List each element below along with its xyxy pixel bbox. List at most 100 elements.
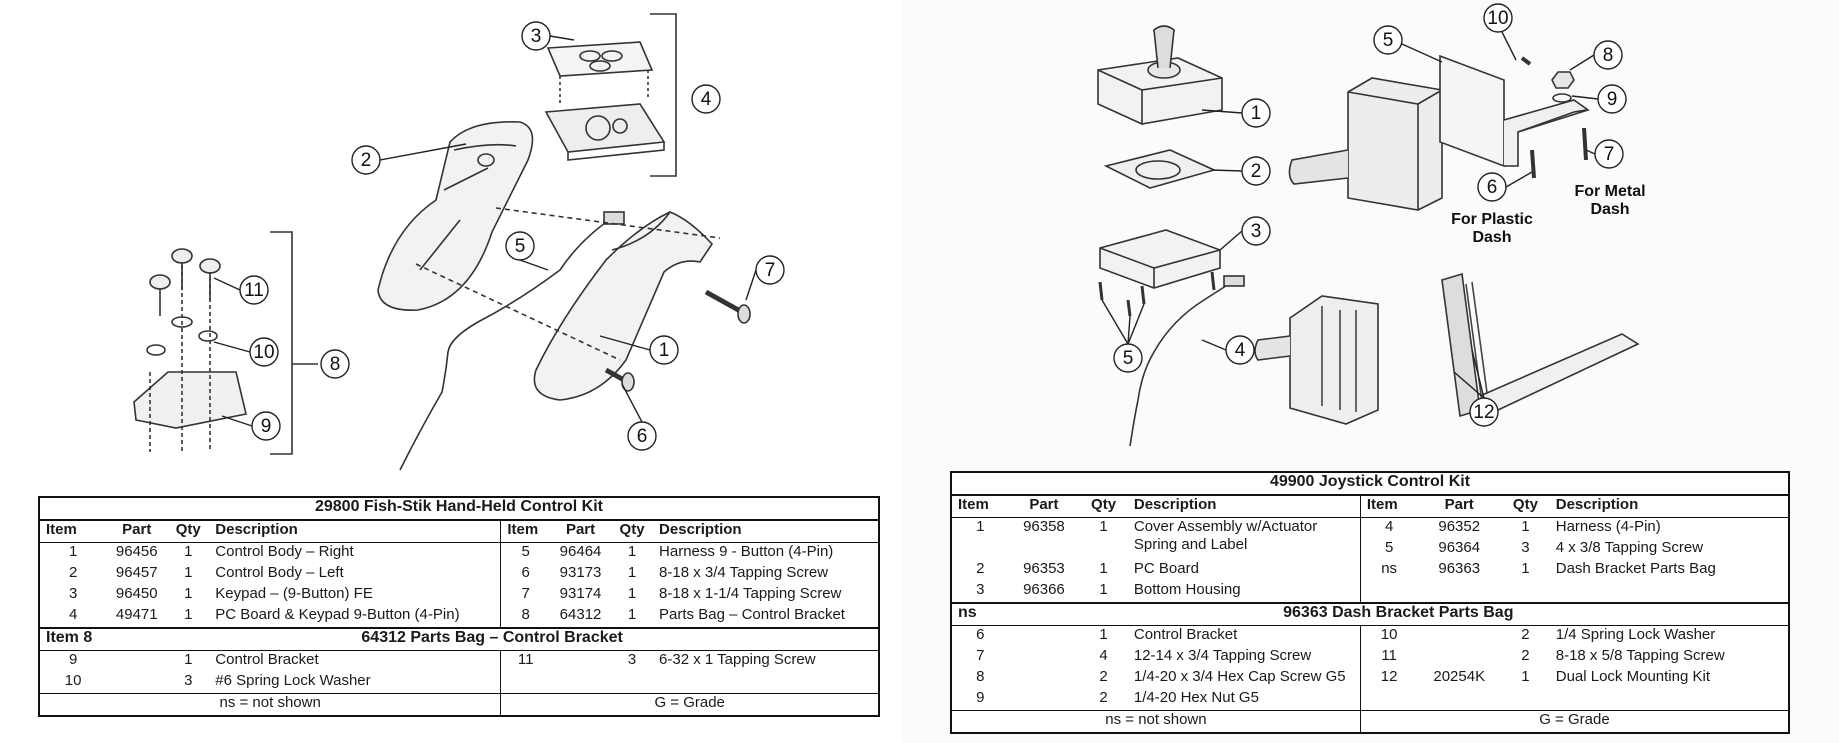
subsection-item: ns [951, 602, 1009, 626]
cell: Harness (4-Pin) [1555, 518, 1661, 535]
control-body-right-part [533, 211, 714, 401]
cell [1009, 647, 1080, 668]
cell: 20254K [1433, 668, 1486, 685]
dual-lock-joystick-part [1289, 295, 1379, 425]
cell: 8-18 x 1-1/4 Tapping Screw [659, 585, 842, 602]
table-title: 29800 Fish-Stik Hand-Held Control Kit [39, 497, 879, 521]
callout-group-left [213, 21, 785, 451]
cell: 1 [1099, 560, 1108, 577]
cell [653, 672, 879, 694]
col-part: Part [1008, 495, 1080, 518]
cell: 96464 [559, 543, 602, 560]
cell: Control Body – Right [209, 542, 502, 564]
cell: 8 [521, 606, 530, 623]
footnote-grade: G = Grade [500, 693, 879, 716]
cell: 9 [976, 689, 985, 706]
cell: 1 [1099, 581, 1108, 598]
cell: 1 [184, 543, 193, 560]
cell: Keypad – (9-Button) FE [209, 585, 502, 606]
cell: 1 [184, 585, 193, 602]
col-item: Item [951, 495, 1009, 518]
cell [550, 651, 611, 673]
fish-stik-exploded-diagram: 3 4 2 5 7 1 6 8 9 10 11 [133, 13, 785, 471]
cell: Control Body – Left [209, 564, 502, 585]
cell: 96457 [115, 564, 158, 581]
cell [1009, 668, 1080, 689]
callout-9: 9 [261, 416, 272, 437]
cell [501, 672, 550, 694]
col-item: Item [39, 520, 107, 543]
control-bracket-part [133, 371, 247, 429]
cell: 1 [627, 606, 637, 623]
cell: 6-32 x 1 Tapping Screw [659, 651, 816, 668]
footnote-ns: ns = not shown [951, 710, 1361, 733]
label-for-metal: For Metal [1574, 183, 1645, 200]
cell: 1 [627, 585, 637, 602]
cell: 1 [976, 518, 985, 535]
cell: Parts Bag – Control Bracket [659, 606, 845, 623]
subsection-title: 64312 Parts Bag – Control Bracket [106, 627, 879, 651]
fish-stik-parts-table: 29800 Fish-Stik Hand-Held Control Kit It… [38, 496, 880, 717]
cell: 3 [976, 581, 985, 598]
col-part: Part [1417, 495, 1502, 518]
cell: 3 [1521, 539, 1530, 556]
col-description: Description [653, 520, 879, 543]
callout-5b: 5 [1383, 30, 1394, 51]
cell: 9 [68, 651, 78, 668]
cell: 2 [1521, 647, 1530, 664]
joystick-parts-table: 49900 Joystick Control Kit Item Part Qty… [950, 471, 1790, 734]
cell: 1 [184, 606, 193, 623]
bracket-plate-part [1439, 54, 1505, 168]
cell [550, 672, 611, 694]
cell [1360, 689, 1417, 711]
cell: 49471 [115, 606, 158, 623]
cell: 5 [521, 543, 530, 560]
cell [1009, 689, 1080, 711]
pc-board-part [1103, 149, 1217, 189]
cell: 1/4 Spring Lock Washer [1555, 626, 1716, 643]
cell: 1 [184, 651, 193, 668]
cell [1501, 689, 1550, 711]
col-part: Part [550, 520, 612, 543]
cell [1501, 581, 1550, 603]
subsection-header: Item 8 64312 Parts Bag – Control Bracket [39, 627, 879, 651]
control-body-left-part [377, 121, 534, 311]
cell: PC Board [1127, 560, 1361, 581]
cell: 64312 [559, 606, 602, 623]
cell: 96366 [1023, 581, 1065, 598]
cell: 96353 [1023, 560, 1065, 577]
cell: 8-18 x 3/4 Tapping Screw [659, 564, 829, 581]
callout-7: 7 [765, 260, 776, 281]
col-qty: Qty [167, 520, 210, 543]
cell: 4 x 3/8 Tapping Screw [1555, 539, 1704, 556]
cell: Control Bracket [209, 650, 502, 672]
col-qty: Qty [1501, 495, 1550, 518]
cell: Dash Bracket Parts Bag [1555, 560, 1716, 577]
callout-8: 8 [1603, 45, 1614, 66]
cell [1079, 539, 1128, 560]
col-description: Description [1127, 495, 1361, 518]
cell: 3 [627, 651, 637, 668]
pc-board-part [544, 103, 666, 153]
cell: 1 [627, 543, 637, 560]
col-item: Item [1360, 495, 1418, 518]
cell: 4 [68, 606, 78, 623]
cell: Cover Assembly w/Actuator Spring and Lab… [1127, 517, 1361, 560]
cell: Control Bracket [1127, 625, 1361, 647]
cell: 1 [1521, 560, 1530, 577]
cell: 5 [1384, 539, 1394, 556]
callout-6: 6 [1487, 177, 1498, 198]
callout-12: 12 [1473, 402, 1494, 423]
cell [106, 672, 167, 694]
cell [1417, 581, 1501, 603]
table-title: 49900 Joystick Control Kit [951, 472, 1789, 496]
cell: 2 [1099, 689, 1108, 706]
label-metal-dash: Dash [1590, 201, 1629, 218]
